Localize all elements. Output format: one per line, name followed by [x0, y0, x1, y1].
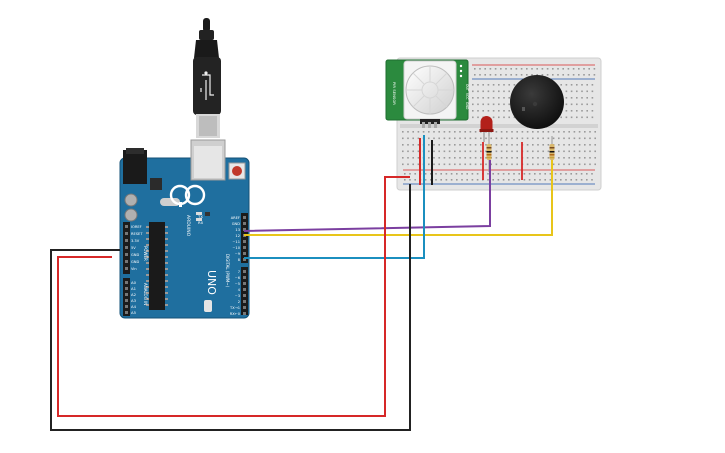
analog-header-label: ANALOG IN [143, 283, 148, 305]
pir-pin-gnd-label: GND [465, 102, 469, 110]
pin-label-11: ~11 [232, 240, 240, 244]
wire-blue[interactable] [244, 135, 425, 259]
pir-pin-out-label: OUT [465, 84, 469, 91]
pin-label-1: TX→1 [229, 306, 240, 310]
pin-label-13: 13 [235, 228, 240, 232]
breadboard-jumpers [419, 138, 523, 185]
power-pin-labels: IOREF RESET 3.3V 5V GND GND Vin [131, 225, 143, 271]
digital-pin-labels-top: AREF GND 13 12 ~11 ~10 ~9 8 [231, 216, 241, 262]
pir-sensor[interactable]: PIR SENSOR OUT VCC GND [385, 59, 469, 128]
rx-led-label: RX [198, 220, 204, 225]
pin-label-a5: A5 [131, 310, 137, 315]
pir-sensor-label: PIR SENSOR [392, 82, 397, 105]
piezo-buzzer[interactable] [510, 75, 564, 129]
pin-label-4: 4 [238, 288, 241, 292]
pin-label-9: ~9 [235, 252, 241, 256]
wire-purple[interactable] [243, 160, 491, 232]
usb-cable [193, 18, 221, 138]
pin-label-gnd-2: GND [131, 260, 139, 264]
wire-red[interactable] [57, 176, 410, 417]
pin-label-12: 12 [235, 234, 240, 238]
pin-label-a2: A2 [131, 292, 137, 297]
wires [50, 135, 553, 431]
pin-label-a0: A0 [131, 280, 137, 285]
pin-label-5v: 5V [131, 246, 136, 250]
pin-label-8: 8 [238, 258, 241, 262]
pin-label-6: ~6 [235, 276, 241, 280]
pin-label-reset: RESET [131, 232, 143, 236]
pin-label-ioref: IOREF [131, 225, 142, 229]
pin-label-a1: A1 [131, 286, 137, 291]
analog-pin-labels: A0 A1 A2 A3 A4 A5 [131, 280, 137, 315]
tx-led-label: TX [197, 214, 203, 219]
power-header-label: POWER [143, 246, 148, 261]
pin-label-7: 7 [238, 270, 240, 274]
wire-yellow[interactable] [244, 160, 553, 236]
pin-label-3v3: 3.3V [131, 239, 140, 243]
pin-label-3: ~3 [235, 294, 240, 298]
digital-header-label: DIGITAL (PWM~) [225, 254, 230, 288]
digital-pin-labels-bottom: 7 ~6 ~5 4 ~3 2 TX→1 RX←0 [229, 270, 241, 316]
board-brand-label: ARDUINO [185, 215, 191, 237]
pin-label-2: 2 [238, 300, 240, 304]
pin-label-a3: A3 [131, 298, 137, 303]
pir-pin-vcc-label: VCC [465, 93, 469, 100]
pin-label-gnd-1: GND [131, 253, 139, 257]
arduino-uno-board[interactable]: UNO ARDUINO POWER ANALOG IN DIGITAL (PWM… [119, 139, 250, 319]
wire-black[interactable] [50, 184, 411, 431]
pin-label-aref: AREF [231, 216, 240, 220]
pin-label-a4: A4 [131, 304, 137, 309]
pin-label-10: ~10 [232, 246, 240, 250]
pin-label-5: ~5 [235, 282, 240, 286]
pin-label-0: RX←0 [230, 312, 241, 316]
pin-label-gnd-3: GND [232, 222, 240, 226]
resistor-led[interactable] [486, 136, 492, 172]
pin-label-vin: Vin [131, 267, 137, 271]
board-model-label: UNO [205, 270, 218, 295]
